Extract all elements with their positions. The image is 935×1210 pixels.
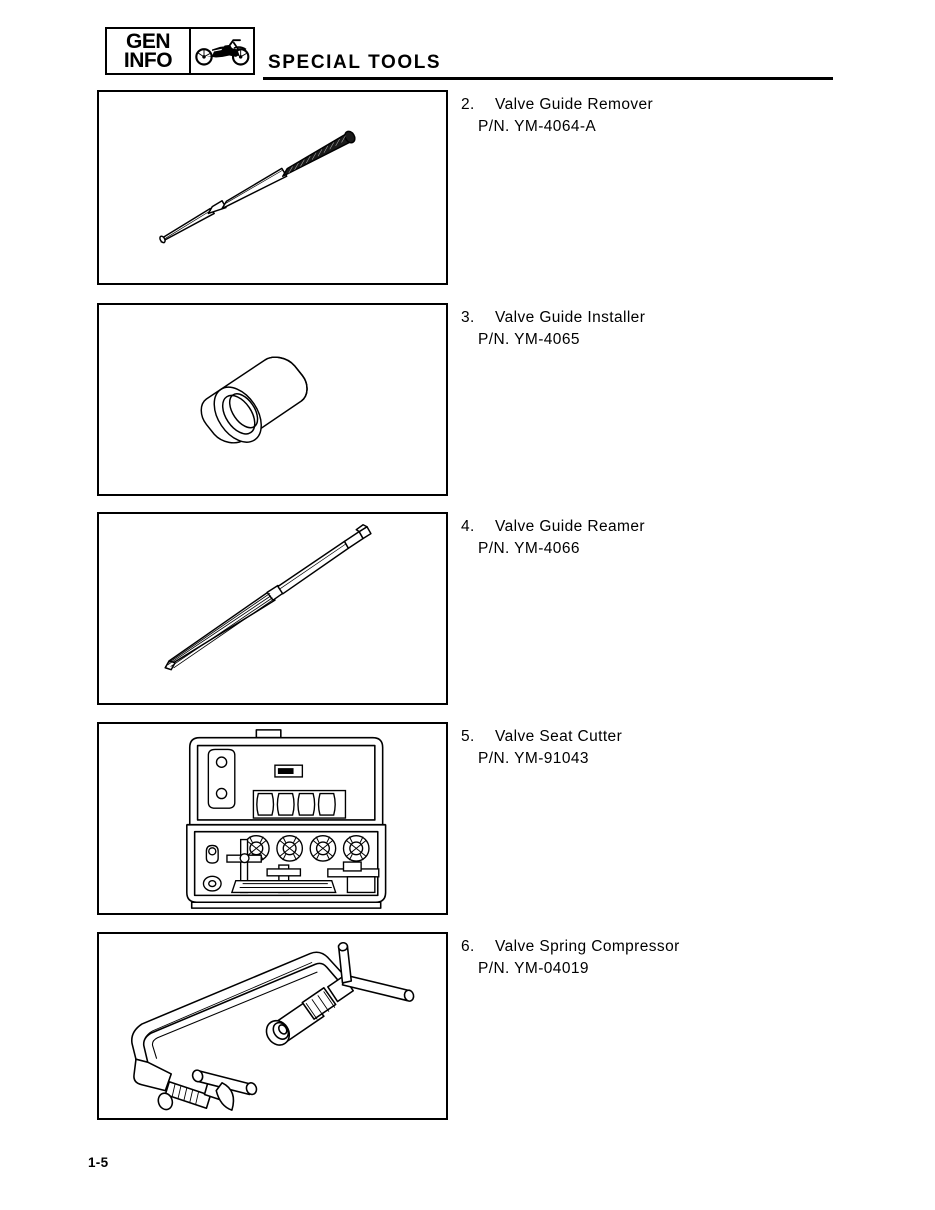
tool-name: Valve Guide Reamer	[495, 518, 645, 535]
page-number: 1-5	[88, 1155, 109, 1170]
tool-name: Valve Seat Cutter	[495, 728, 623, 745]
tool-name: Valve Spring Compressor	[495, 938, 680, 955]
figure-valve-guide-remover	[97, 90, 448, 285]
figure-valve-seat-cutter	[97, 722, 448, 915]
tool-part-number: P/N. YM-04019	[478, 960, 589, 977]
tool-name: Valve Guide Installer	[495, 309, 646, 326]
caption-valve-spring-compressor: 6. Valve Spring Compressor P/N. YM-04019	[461, 936, 858, 980]
gen-info-tab-label: GEN INFO	[107, 29, 191, 73]
gen-info-tab: GEN INFO	[105, 27, 255, 75]
figure-valve-spring-compressor	[97, 932, 448, 1120]
page-title: SPECIAL TOOLS	[268, 52, 442, 73]
tool-number: 5.	[461, 728, 475, 745]
tool-number: 3.	[461, 309, 475, 326]
tool-part-number: P/N. YM-4064-A	[478, 118, 597, 135]
tool-number: 4.	[461, 518, 475, 535]
caption-valve-seat-cutter: 5. Valve Seat Cutter P/N. YM-91043	[461, 726, 858, 770]
figure-valve-guide-reamer	[97, 512, 448, 705]
caption-valve-guide-installer: 3. Valve Guide Installer P/N. YM-4065	[461, 307, 858, 351]
tool-name: Valve Guide Remover	[495, 96, 654, 113]
caption-valve-guide-reamer: 4. Valve Guide Reamer P/N. YM-4066	[461, 516, 858, 560]
gen-info-line1: GEN	[125, 29, 171, 53]
header-divider	[263, 77, 833, 80]
tool-number: 6.	[461, 938, 475, 955]
tool-part-number: P/N. YM-91043	[478, 750, 589, 767]
tool-number: 2.	[461, 96, 475, 113]
tool-part-number: P/N. YM-4065	[478, 331, 580, 348]
page-header: GEN INFO	[0, 0, 935, 90]
caption-valve-guide-remover: 2. Valve Guide Remover P/N. YM-4064-A	[461, 94, 858, 138]
figure-valve-guide-installer	[97, 303, 448, 496]
gen-info-line2: INFO	[123, 49, 173, 72]
tool-part-number: P/N. YM-4066	[478, 540, 580, 557]
motorcycle-icon	[191, 29, 253, 73]
